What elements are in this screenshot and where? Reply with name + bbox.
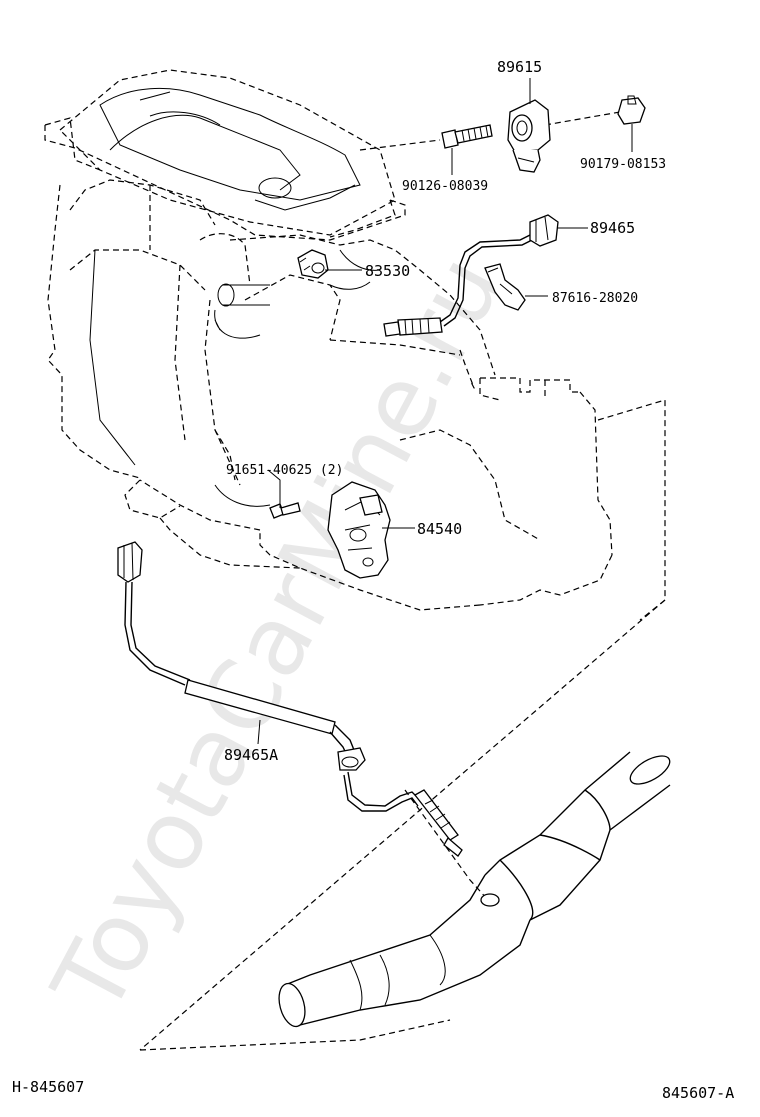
oil-pressure-switch-drawing [297,249,329,279]
label-bolt: 91651-40625 (2) [226,463,343,478]
label-oxygen-sensor-lower: 89465A [224,746,278,764]
label-clamp: 87616-28020 [552,291,638,306]
guide-line-right [139,1019,451,1051]
label-stud-bolt: 90126-08039 [402,179,488,194]
figure-ref-right: 845607-A [662,1084,734,1102]
label-nut: 90179-08153 [580,157,666,172]
label-oxygen-sensor-upper: 89465 [590,219,635,237]
exhaust-pipe-drawing [278,751,671,1028]
guide-line-stud [359,139,441,151]
label-oil-pressure-switch: 83530 [365,262,410,280]
label-knock-sensor: 89615 [497,58,542,76]
guide-line-left [139,599,666,1051]
nut-drawing [617,95,646,125]
upper-oxygen-sensor-drawing [383,214,559,337]
figure-ref-left: H-845607 [12,1078,84,1096]
engine-block-illustration [44,69,666,621]
knock-sensor-drawing [507,99,551,173]
clamp-drawing [484,263,526,311]
lower-oxygen-sensor-drawing [117,541,463,857]
neutral-start-switch-drawing [327,481,391,579]
leader-lines [257,78,633,745]
label-neutral-start-switch: 84540 [417,520,462,538]
guide-line-sensor [404,789,489,901]
stud-bolt-drawing [441,124,493,149]
watermark: ToyotaCarMine.ru [31,238,524,1032]
guide-line-nut [544,111,621,126]
